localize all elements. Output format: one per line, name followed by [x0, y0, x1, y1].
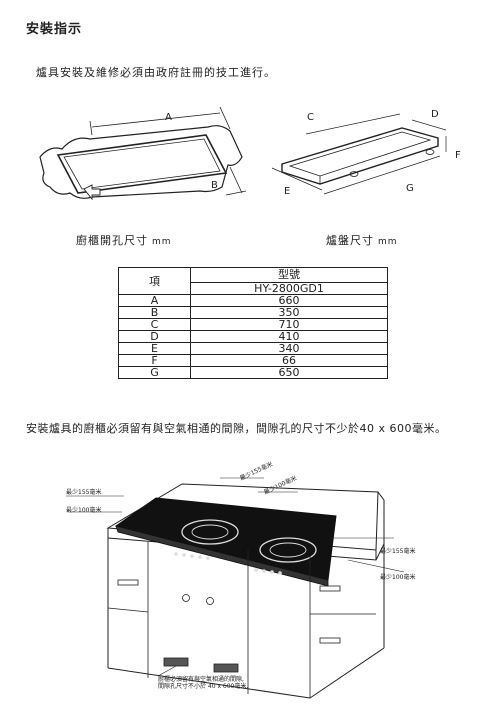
type-header: 型號 [190, 267, 388, 283]
dim-label-g: G [406, 183, 414, 194]
row-value: 650 [190, 366, 388, 379]
dim-left: 最少100毫米 [66, 507, 102, 514]
row-key: C [118, 318, 191, 331]
intro-text: 爐具安裝及維修必須由政府註冊的技工進行。 [36, 66, 276, 79]
dim-right-lower: 最少100毫米 [380, 574, 416, 581]
dim-right-upper: 最少155毫米 [380, 548, 416, 555]
row-value: 410 [190, 330, 388, 343]
dim-top-left: 最少155毫米 [66, 489, 102, 496]
cutout-diagram [39, 106, 247, 200]
row-key: D [118, 330, 191, 343]
dim-label-b: B [211, 180, 218, 191]
row-value: 350 [190, 306, 388, 319]
hob-diagram [271, 113, 447, 195]
dim-label-e: E [284, 186, 291, 197]
installation-diagram [66, 477, 405, 699]
page-title: 安裝指示 [26, 22, 83, 37]
row-key: A [118, 294, 191, 307]
row-key: G [118, 366, 191, 379]
row-key: B [118, 306, 191, 319]
row-key: E [118, 342, 191, 355]
model-header: HY-2800GD1 [190, 282, 388, 295]
item-header: 項 [118, 267, 191, 295]
row-key: F [118, 354, 191, 367]
dim-label-f: F [455, 150, 461, 161]
gap-requirement-text: 安裝爐具的廚櫃必須留有與空氣相通的間隙，間隙孔的尺寸不少於40 x 600毫米。 [26, 422, 447, 435]
row-value: 660 [190, 294, 388, 307]
vent-note: 廚櫃必須留有與空氣相通的間隙, 間隙孔尺寸不小於 40 x 600毫米. [158, 676, 249, 690]
dim-label-d: D [431, 109, 439, 120]
row-value: 66 [190, 354, 388, 367]
dim-label-a: A [165, 112, 172, 123]
row-value: 710 [190, 318, 388, 331]
row-value: 340 [190, 342, 388, 355]
dim-label-c: C [307, 112, 314, 123]
